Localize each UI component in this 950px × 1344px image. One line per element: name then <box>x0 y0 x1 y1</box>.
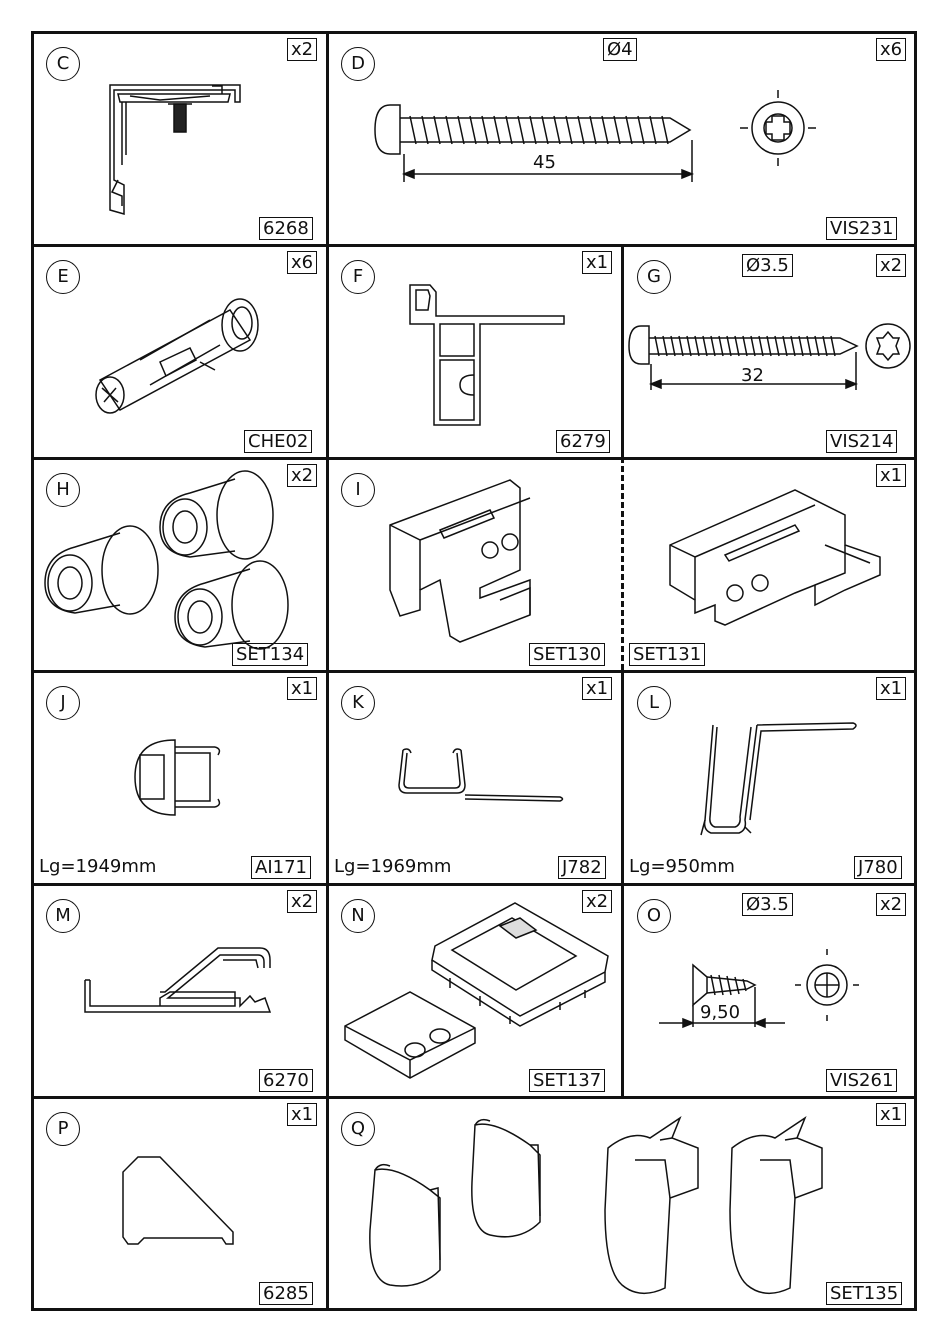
clamp-left-drawing <box>380 470 610 650</box>
quantity-badge: x1 <box>582 677 612 700</box>
quantity-badge: x1 <box>582 251 612 274</box>
part-letter: K <box>341 686 375 720</box>
quantity-badge: x1 <box>287 1103 317 1126</box>
part-letter: O <box>637 899 671 933</box>
grid-line <box>31 244 917 247</box>
seal-j-drawing <box>130 735 230 825</box>
part-code: J782 <box>558 856 606 879</box>
part-letter: E <box>46 260 80 294</box>
part-code: CHE02 <box>244 430 312 453</box>
part-code: 6285 <box>259 1282 313 1305</box>
cover-plates-drawing <box>340 898 620 1078</box>
part-letter: J <box>46 686 80 720</box>
wall-plug-drawing <box>90 290 280 420</box>
part-code: J780 <box>854 856 902 879</box>
quantity-badge: x2 <box>287 890 317 913</box>
length-label: Lg=1969mm <box>334 856 451 877</box>
diameter-label: Ø3.5 <box>742 893 793 916</box>
quantity-badge: x1 <box>876 464 906 487</box>
quantity-badge: x6 <box>876 38 906 61</box>
seal-l-drawing <box>695 715 865 845</box>
part-letter: F <box>341 260 375 294</box>
grid-line <box>31 670 917 673</box>
profile-f-drawing <box>400 280 580 430</box>
part-letter: I <box>341 473 375 507</box>
grid-line <box>621 670 624 1096</box>
part-code: 6279 <box>556 430 610 453</box>
part-code: AI171 <box>251 856 311 879</box>
quantity-badge: x1 <box>876 677 906 700</box>
length-label: Lg=950mm <box>629 856 735 877</box>
profile-p-drawing <box>118 1152 248 1252</box>
seal-k-drawing <box>395 745 575 805</box>
part-letter: C <box>46 47 80 81</box>
quantity-badge: x2 <box>876 254 906 277</box>
grid-line <box>31 1096 917 1099</box>
diameter-label: Ø4 <box>603 38 637 61</box>
profile-m-drawing <box>80 940 280 1020</box>
part-code: VIS231 <box>826 217 897 240</box>
part-letter: G <box>637 260 671 294</box>
screw-drawing <box>625 318 915 398</box>
part-letter: D <box>341 47 375 81</box>
clamp-right-drawing <box>665 485 895 645</box>
quantity-badge: x1 <box>287 677 317 700</box>
length-label: Lg=1949mm <box>39 856 156 877</box>
part-letter: L <box>637 686 671 720</box>
bushings-drawing <box>40 465 320 655</box>
quantity-badge: x2 <box>876 893 906 916</box>
diameter-label: Ø3.5 <box>742 254 793 277</box>
part-code: VIS261 <box>826 1069 897 1092</box>
quantity-badge: x6 <box>287 251 317 274</box>
screw-drawing <box>370 90 840 190</box>
grid-line <box>326 31 329 1311</box>
part-code: 6270 <box>259 1069 313 1092</box>
grid-line <box>31 457 917 460</box>
grid-line-dashed <box>621 457 624 670</box>
quantity-badge: x2 <box>287 38 317 61</box>
grid-line <box>621 244 624 457</box>
part-letter: P <box>46 1112 80 1146</box>
end-caps-drawing <box>360 1110 840 1300</box>
quantity-badge: x1 <box>876 1103 906 1126</box>
part-letter: M <box>46 899 80 933</box>
part-code: VIS214 <box>826 430 897 453</box>
part-code: 6268 <box>259 217 313 240</box>
part-code-right: SET131 <box>629 643 705 666</box>
countersunk-screw-drawing <box>655 945 875 1035</box>
grid-line <box>31 883 917 886</box>
bracket-profile-drawing <box>100 80 250 220</box>
